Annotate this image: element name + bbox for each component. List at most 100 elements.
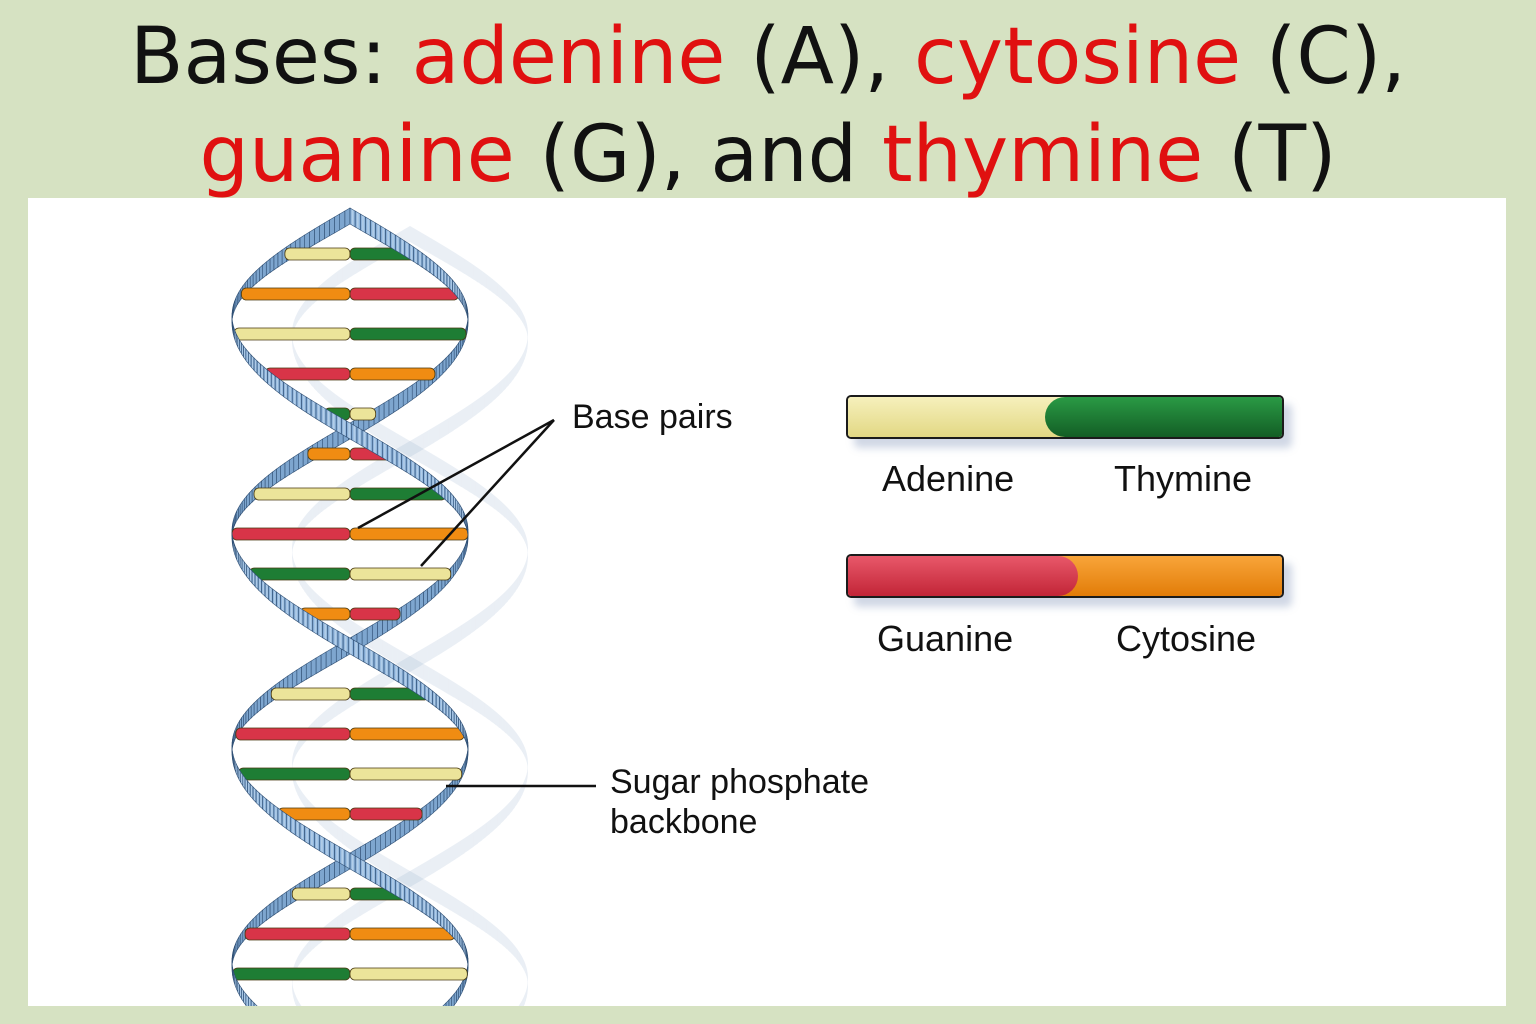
strand-shadow-segment <box>404 226 410 245</box>
strand-segment <box>252 786 257 804</box>
strand-segment <box>427 471 432 490</box>
strand-shadow-segment <box>374 850 380 869</box>
strand-shadow-segment <box>450 895 456 914</box>
strand-shadow-segment <box>399 865 405 884</box>
strand-shadow-segment <box>491 601 495 618</box>
base-thymine <box>232 967 351 981</box>
strand-shadow-segment <box>453 412 459 431</box>
callout-line-base-pair-1 <box>357 418 555 530</box>
title-line-1: Bases: adenine (A), cytosine (C), <box>0 8 1536 106</box>
strand-segment <box>240 930 244 946</box>
strand-shadow-segment <box>428 427 434 446</box>
strand-shadow-segment <box>507 508 511 523</box>
strand-segment <box>315 402 322 423</box>
strand-shadow-segment <box>486 919 491 936</box>
strand-segment <box>283 381 289 401</box>
strand-segment <box>304 825 310 845</box>
strand-shadow-segment <box>508 370 512 385</box>
strand-shadow-segment <box>317 379 321 395</box>
strand-segment <box>327 624 334 645</box>
strand-shadow-segment <box>437 457 443 476</box>
strand-shadow-segment <box>425 880 431 899</box>
strand-segment <box>378 402 385 423</box>
strand-segment <box>299 822 305 842</box>
strand-shadow-segment <box>506 292 510 308</box>
strand-segment <box>456 930 460 946</box>
strand-shadow-segment <box>521 568 524 581</box>
strand-segment <box>274 375 280 394</box>
strand-segment <box>404 885 410 905</box>
strand-shadow-segment <box>350 835 356 853</box>
strand-segment <box>262 906 267 924</box>
strand-shadow-segment <box>525 964 527 976</box>
strand-shadow-segment <box>510 583 514 598</box>
strand-segment <box>442 1002 447 1006</box>
strand-segment <box>404 240 410 260</box>
strand-shadow-segment <box>526 343 527 355</box>
strand-shadow-segment <box>520 1000 523 1006</box>
strand-shadow-segment <box>509 799 513 814</box>
strand-segment <box>269 255 275 274</box>
strand-segment <box>241 342 244 358</box>
strand-shadow-segment <box>526 538 528 550</box>
strand-segment <box>351 423 358 444</box>
strand-segment <box>401 603 407 623</box>
strand-shadow-segment <box>527 325 528 337</box>
strand-segment <box>330 411 337 432</box>
strand-shadow-segment <box>327 388 332 405</box>
strand-segment <box>291 387 298 407</box>
dna-helix-illustration <box>231 207 596 1006</box>
strand-segment <box>456 285 460 301</box>
strand-shadow-segment <box>525 775 527 787</box>
strand-shadow-segment <box>473 265 478 283</box>
strand-shadow-segment <box>295 745 297 758</box>
strand-segment <box>246 492 250 509</box>
strand-segment <box>265 798 271 817</box>
strand-segment <box>312 615 318 636</box>
strand-shadow-segment <box>394 862 400 881</box>
strand-segment <box>388 660 395 680</box>
strand-shadow-segment <box>392 646 398 665</box>
strand-segment <box>428 687 433 706</box>
strand-shadow-segment <box>297 955 299 968</box>
strand-segment <box>430 582 436 601</box>
strand-segment <box>375 834 381 855</box>
strand-shadow-segment <box>482 823 487 841</box>
strand-segment <box>414 462 420 482</box>
strand-segment <box>402 669 409 689</box>
base-cytosine <box>240 287 351 301</box>
base-adenine <box>349 407 377 421</box>
strand-segment <box>451 993 455 1006</box>
strand-segment <box>442 357 447 375</box>
strand-shadow-segment <box>401 436 407 455</box>
strand-segment <box>373 651 380 672</box>
strand-segment <box>385 828 391 849</box>
strand-segment <box>330 645 337 666</box>
strand-segment <box>371 435 378 456</box>
strand-shadow-segment <box>408 439 414 458</box>
strand-shadow-segment <box>461 472 467 491</box>
strand-shadow-segment <box>455 253 461 272</box>
strand-segment <box>296 390 302 410</box>
strand-segment <box>448 351 452 368</box>
strand-shadow-segment <box>469 262 474 280</box>
strand-segment <box>353 639 359 660</box>
strand-segment <box>432 690 437 708</box>
strand-segment <box>254 573 259 591</box>
strand-segment <box>332 627 339 648</box>
strand-shadow-segment <box>500 808 504 824</box>
strand-shadow-segment <box>490 922 494 939</box>
strand-shadow-segment <box>292 340 294 352</box>
strand-segment <box>324 837 330 858</box>
strand-segment <box>455 498 459 514</box>
backbone-label-line-2: backbone <box>610 803 758 841</box>
backbone-label: Sugar phosphate backbone <box>610 762 869 842</box>
strand-segment <box>256 696 261 714</box>
strand-segment <box>399 882 406 902</box>
strand-segment <box>420 681 426 700</box>
strand-shadow-segment <box>327 706 332 723</box>
strand-shadow-segment <box>337 268 343 286</box>
strand-segment <box>454 927 458 943</box>
strand-segment <box>319 222 325 243</box>
strand-segment <box>265 903 271 922</box>
